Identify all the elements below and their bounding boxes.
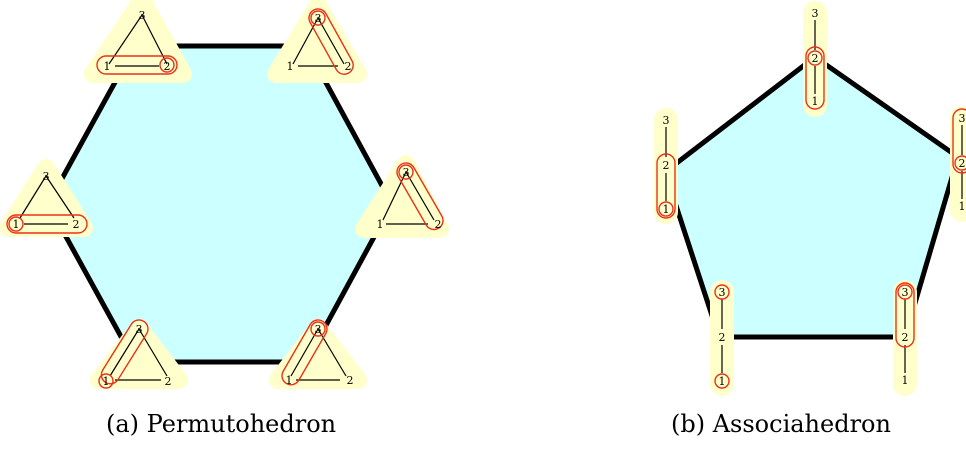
- tube: [656, 153, 676, 219]
- node-label-3: 3: [403, 166, 410, 179]
- associahedron-pentagon: [662, 54, 961, 340]
- vertex-graph-bottom-left: 3 1 2: [90, 319, 188, 389]
- node-label-1: 1: [287, 60, 294, 73]
- tube: [952, 108, 966, 174]
- tube: [308, 8, 354, 75]
- edge: [45, 175, 75, 219]
- vertex-graph-top: 3 2 1: [803, 1, 827, 117]
- node-label-1: 1: [663, 203, 670, 216]
- permutohedron-hexagon: [45, 43, 395, 365]
- associahedron-diagram: 3 2 1 3 2 1 3 2 1: [654, 1, 966, 396]
- node-label-2: 2: [164, 60, 171, 73]
- edge: [290, 328, 319, 377]
- tube: [98, 373, 114, 389]
- tube: [805, 46, 825, 110]
- node-label-2: 2: [73, 218, 80, 231]
- node-label-2: 2: [347, 374, 354, 387]
- node-label-1: 1: [902, 374, 909, 387]
- halo: [0, 159, 93, 237]
- halo: [710, 280, 734, 396]
- node-label-3: 3: [812, 7, 819, 20]
- node-label-1: 1: [812, 95, 819, 108]
- vertex-graph-top-left: 3 1 2: [84, 0, 192, 83]
- vertex-graph-right: 3 2 1: [950, 106, 966, 222]
- node-label-1: 1: [959, 200, 966, 213]
- vertex-graph-bottom-left: 3 2 1: [710, 280, 734, 396]
- node-label-1: 1: [377, 218, 384, 231]
- node-label-3: 3: [315, 323, 322, 336]
- edge: [317, 328, 347, 377]
- node-label-3: 3: [136, 323, 143, 336]
- node-label-2: 2: [902, 331, 909, 344]
- vertex-graph-left: 3 2 1: [654, 108, 678, 224]
- node-label-1: 1: [103, 375, 110, 388]
- halo: [893, 280, 917, 396]
- tube: [897, 284, 913, 300]
- vertex-graph-top-right: 3 1 2: [267, 0, 367, 83]
- vertex-graph-right: 3 1 2: [355, 155, 449, 238]
- node-label-2: 2: [435, 218, 442, 231]
- permutohedron-diagram: 3 1 2 3 1 2 3 1 2: [0, 0, 449, 389]
- node-label-3: 3: [663, 114, 670, 127]
- halo: [803, 1, 827, 117]
- edge: [109, 328, 140, 377]
- edge: [382, 171, 407, 221]
- tube: [658, 201, 674, 217]
- tube: [310, 10, 326, 26]
- node-label-3: 3: [719, 286, 726, 299]
- tube: [714, 373, 730, 389]
- tube: [6, 214, 88, 234]
- node-label-3: 3: [315, 12, 322, 25]
- edge: [405, 171, 435, 221]
- node-label-2: 2: [345, 60, 352, 73]
- edge: [19, 175, 47, 219]
- edge: [138, 328, 168, 377]
- permutohedron-caption: (a) Permutohedron: [106, 410, 337, 438]
- node-label-3: 3: [43, 170, 50, 183]
- tube: [8, 216, 24, 232]
- tube: [807, 50, 823, 66]
- node-label-2: 2: [719, 331, 726, 344]
- node-label-2: 2: [165, 375, 172, 388]
- vertex-graph-left: 3 1 2: [0, 159, 93, 237]
- tube: [398, 164, 414, 180]
- node-label-3: 3: [959, 112, 966, 125]
- node-label-3: 3: [139, 9, 146, 22]
- tube: [714, 284, 730, 300]
- halo: [355, 155, 449, 238]
- tube: [100, 319, 149, 385]
- tube: [310, 321, 326, 337]
- node-label-2: 2: [812, 52, 819, 65]
- node-label-2: 2: [663, 159, 670, 172]
- tube: [96, 55, 178, 75]
- edge: [317, 17, 345, 65]
- node-label-1: 1: [104, 60, 111, 73]
- node-label-2: 2: [959, 157, 966, 170]
- tube: [895, 282, 915, 348]
- node-label-1: 1: [286, 374, 293, 387]
- halo: [654, 108, 678, 224]
- node-label-1: 1: [719, 375, 726, 388]
- node-label-3: 3: [902, 286, 909, 299]
- tube: [396, 162, 444, 231]
- edge: [292, 17, 319, 65]
- associahedron-caption: (b) Associahedron: [671, 410, 891, 438]
- vertex-graph-bottom-right: 3 2 1: [893, 280, 917, 396]
- tube: [159, 57, 175, 73]
- tube: [954, 155, 966, 171]
- vertex-graph-bottom-right: 3 1 2: [269, 319, 367, 389]
- tube: [281, 319, 328, 386]
- node-label-1: 1: [13, 218, 20, 231]
